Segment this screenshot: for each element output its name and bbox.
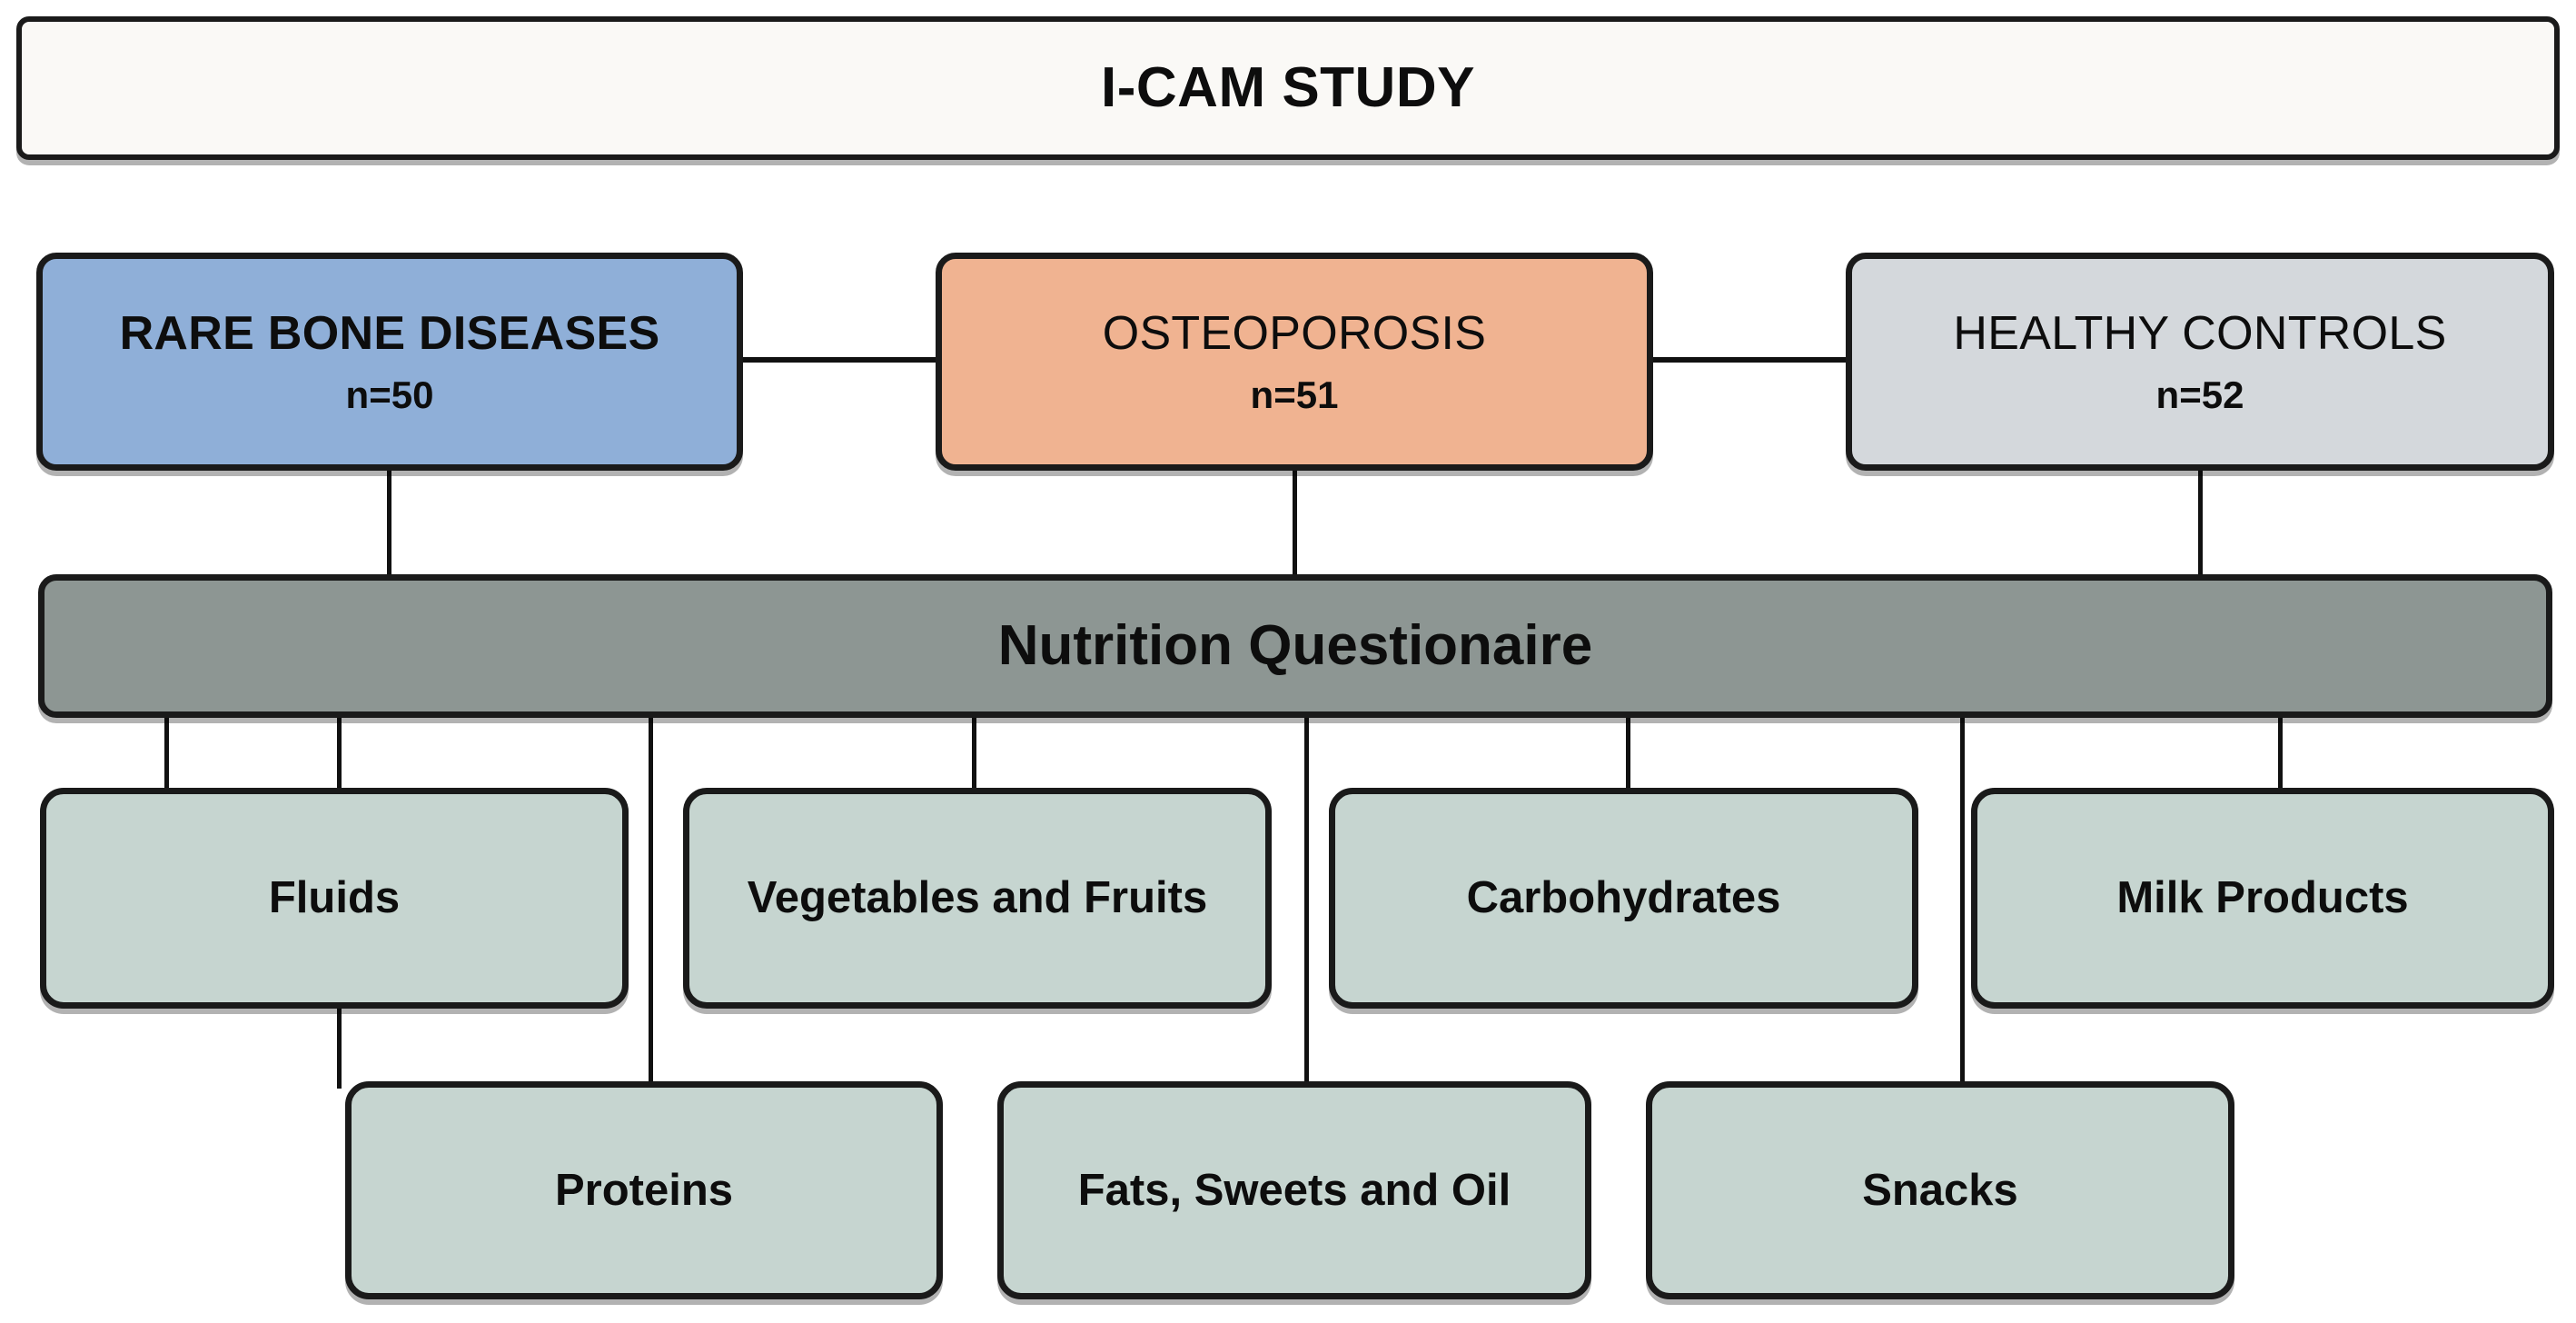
connector-rare-to-osteoporosis xyxy=(739,357,939,363)
nutrition-questionnaire-label: Nutrition Questionaire xyxy=(997,614,1593,678)
category-box-milk-products[interactable]: Milk Products xyxy=(1971,788,2554,1009)
category-label-milk-products: Milk Products xyxy=(2116,873,2409,923)
connector-questionnaire-to-milk-products xyxy=(2278,714,2283,796)
category-box-snacks[interactable]: Snacks xyxy=(1646,1081,2234,1299)
group-label-osteoporosis: OSTEOPOROSIS xyxy=(1102,307,1487,361)
group-label-rare-bone-diseases: RARE BONE DISEASES xyxy=(119,307,660,361)
category-box-proteins[interactable]: Proteins xyxy=(345,1081,943,1299)
category-label-fluids: Fluids xyxy=(268,873,401,923)
group-box-healthy-controls[interactable]: HEALTHY CONTROLS n=52 xyxy=(1846,253,2554,471)
group-box-osteoporosis[interactable]: OSTEOPOROSIS n=51 xyxy=(936,253,1653,471)
group-n-healthy-controls: n=52 xyxy=(2155,373,2244,416)
category-box-fluids[interactable]: Fluids xyxy=(40,788,629,1009)
category-box-vegetables-and-fruits[interactable]: Vegetables and Fruits xyxy=(683,788,1272,1009)
category-label-vegetables-and-fruits: Vegetables and Fruits xyxy=(747,873,1208,923)
connector-questionnaire-to-vegetables-and-fruits xyxy=(972,714,976,796)
study-title-box: I-CAM STUDY xyxy=(16,16,2560,160)
connector-questionnaire-to-fats-sweets-and-oil xyxy=(649,714,653,1089)
category-label-proteins: Proteins xyxy=(554,1165,734,1215)
connector-questionnaire-to-snacks xyxy=(1304,714,1309,1089)
category-label-fats-sweets-and-oil: Fats, Sweets and Oil xyxy=(1077,1165,1511,1215)
connector-osteoporosis-to-questionnaire xyxy=(1293,465,1297,582)
nutrition-questionnaire-box[interactable]: Nutrition Questionaire xyxy=(38,574,2552,718)
group-n-rare-bone-diseases: n=50 xyxy=(345,373,434,416)
category-box-carbohydrates[interactable]: Carbohydrates xyxy=(1329,788,1918,1009)
connector-questionnaire-to-carbohydrates xyxy=(1626,714,1630,796)
category-label-carbohydrates: Carbohydrates xyxy=(1466,873,1781,923)
group-box-rare-bone-diseases[interactable]: RARE BONE DISEASES n=50 xyxy=(36,253,743,471)
connector-questionnaire-to-row2-extra xyxy=(1960,714,1965,1089)
category-box-fats-sweets-and-oil[interactable]: Fats, Sweets and Oil xyxy=(997,1081,1591,1299)
category-label-snacks: Snacks xyxy=(1862,1165,2018,1215)
study-title-text: I-CAM STUDY xyxy=(1101,56,1475,120)
connector-controls-to-questionnaire xyxy=(2198,465,2203,582)
group-n-osteoporosis: n=51 xyxy=(1250,373,1339,416)
group-label-healthy-controls: HEALTHY CONTROLS xyxy=(1953,307,2447,361)
connector-rare-to-questionnaire xyxy=(387,465,391,582)
connector-osteoporosis-to-controls xyxy=(1650,357,1849,363)
connector-questionnaire-to-fluids xyxy=(164,714,169,796)
